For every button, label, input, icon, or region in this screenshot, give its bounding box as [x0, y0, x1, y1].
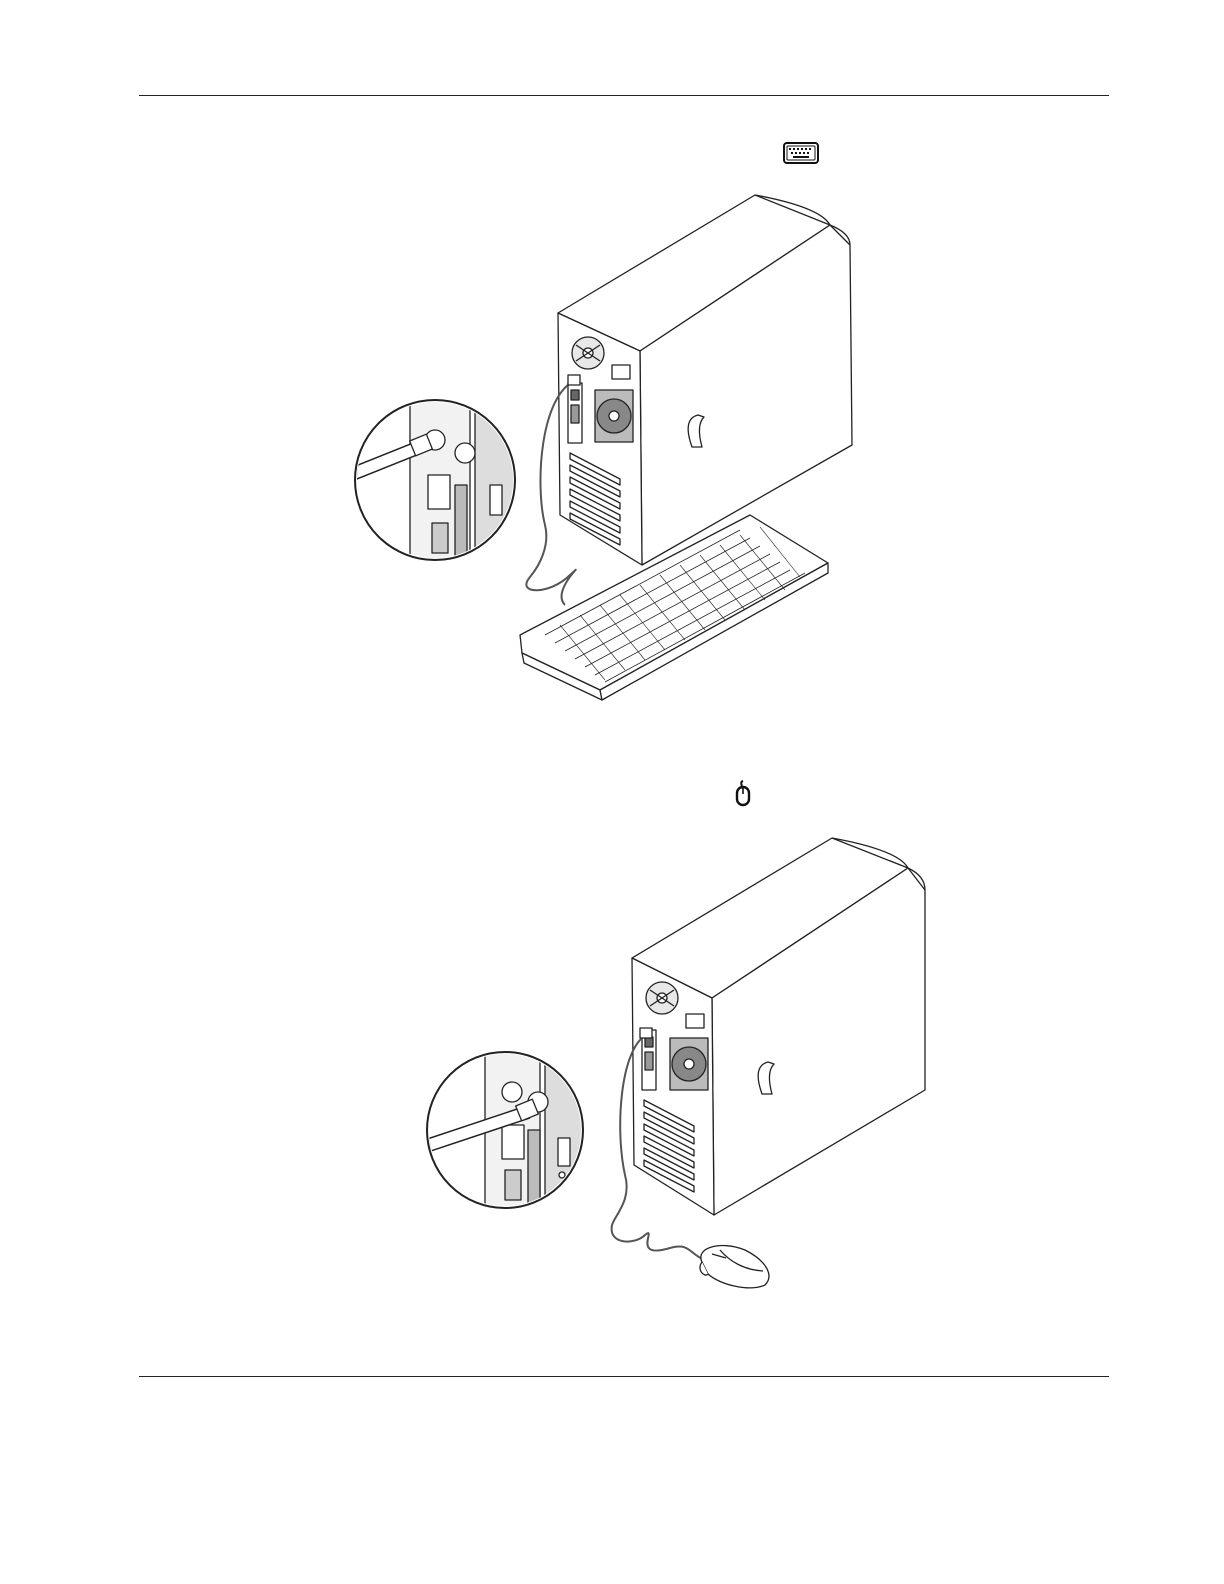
- mouse-icon: [733, 779, 753, 807]
- keyboard-icon: [783, 142, 819, 164]
- keyboard-connection-figure: [350, 185, 860, 710]
- footer-rule: [139, 1376, 1109, 1377]
- header-rule: [139, 95, 1109, 96]
- mouse-connection-figure: [420, 830, 930, 1295]
